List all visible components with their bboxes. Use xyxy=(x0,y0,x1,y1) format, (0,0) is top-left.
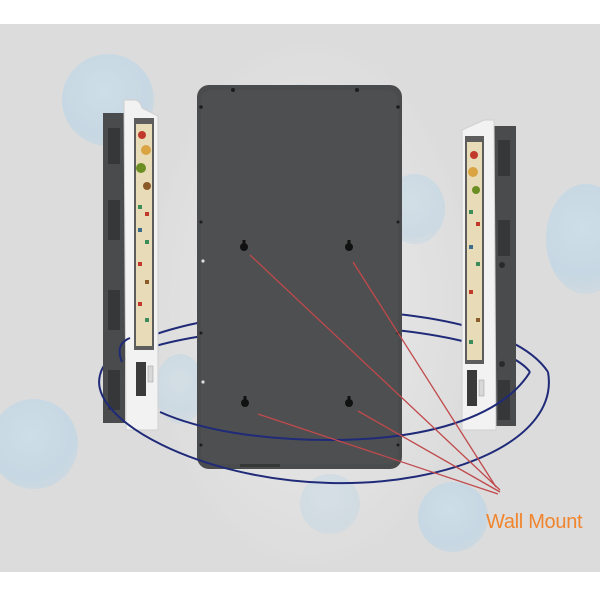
kiosk-left-screen xyxy=(136,124,152,346)
decor-bubble xyxy=(418,482,488,552)
side-button-icon xyxy=(499,262,505,268)
kiosk-right-screen xyxy=(467,142,482,360)
decor-bubble xyxy=(155,354,205,424)
scanner-window xyxy=(478,379,485,397)
wall-mount-label: Wall Mount xyxy=(486,511,583,533)
kiosk-rear-view xyxy=(197,85,402,469)
pointer-lines xyxy=(249,254,501,495)
card-reader-slot xyxy=(467,370,477,406)
side-button-icon xyxy=(499,361,505,367)
screen-menu-image xyxy=(136,131,151,322)
kiosk-right-back-casing xyxy=(494,126,516,426)
kiosk-right-side-view xyxy=(461,119,516,431)
kiosk-left-side-view xyxy=(103,99,159,431)
screw-icon xyxy=(199,88,400,447)
speaker-grille-icon xyxy=(498,140,510,420)
card-reader-slot xyxy=(136,362,146,396)
decor-bubble xyxy=(0,399,78,489)
keyhole-mount-icon xyxy=(240,240,353,407)
orbit-rings-front xyxy=(98,337,550,485)
kiosk-left-back-casing xyxy=(103,113,125,423)
speaker-grille-icon xyxy=(108,128,120,410)
scanner-window xyxy=(147,365,154,383)
screen-menu-image xyxy=(468,151,480,344)
